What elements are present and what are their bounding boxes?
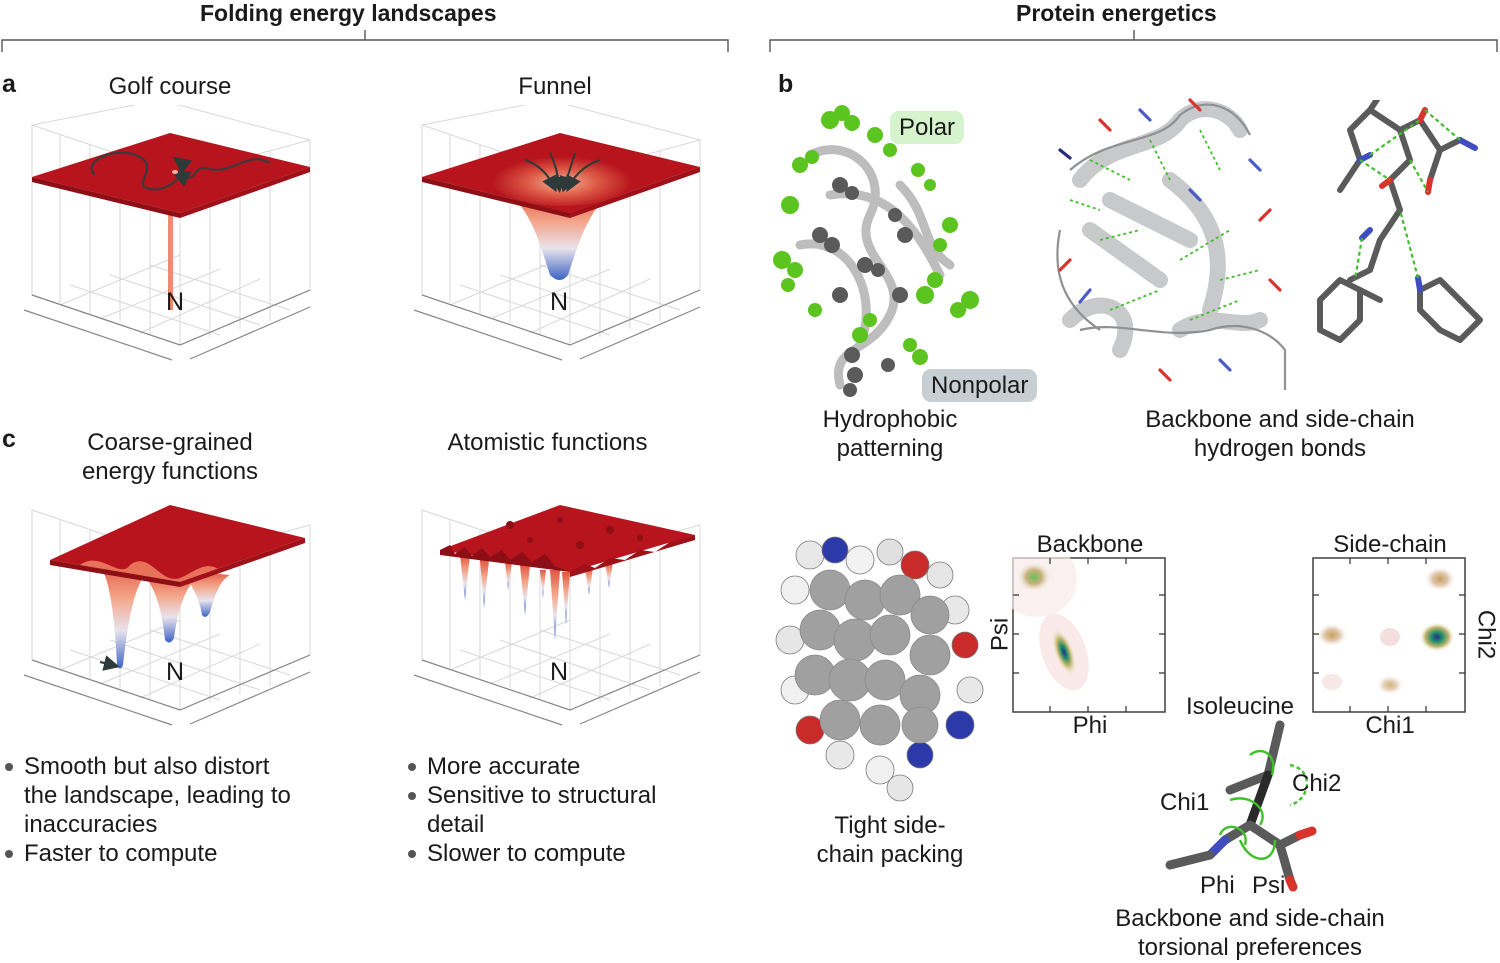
coarse-title-line2: energy functions [81, 458, 259, 485]
funnel-arrows [524, 152, 601, 193]
coarse-bullet-2: Faster to compute [2, 839, 291, 868]
torsion-caption-line1: Backbone and side-chain [1115, 905, 1385, 932]
polar-tag: Polar [890, 111, 965, 144]
golf-hole-pin [168, 215, 173, 310]
funnel-native-label: N [550, 288, 569, 316]
hbond-ribbon-model [1056, 98, 1287, 390]
sidechain-y-label: Chi2 [1472, 609, 1500, 660]
isoleucine-stick-model [1165, 720, 1317, 892]
coarse-grained-landscape [23, 505, 311, 726]
sidechain-x-label: Chi1 [1365, 712, 1415, 739]
hydrophobic-caption-line2: patterning [836, 435, 944, 462]
atomistic-title: Atomistic functions [447, 429, 648, 456]
panel-letter-a: a [2, 70, 16, 98]
packing-caption-line2: chain packing [816, 841, 964, 868]
packing-caption-line1: Tight side- [834, 812, 946, 839]
golf-course-landscape [23, 105, 311, 361]
backbone-y-label: Psi [986, 617, 1014, 652]
hbond-caption-line1: Backbone and side-chain [1145, 406, 1415, 433]
funnel-landscape [413, 105, 701, 361]
torsion-chi2-label: Chi2 [1292, 770, 1342, 797]
hydrophobic-caption-line1: Hydrophobic [822, 406, 958, 433]
nonpolar-tag: Nonpolar [922, 369, 1038, 402]
isoleucine-label: Isoleucine [1185, 693, 1295, 720]
funnel-well [505, 190, 615, 280]
golf-native-label: N [166, 288, 185, 316]
atomistic-bullet-3: Slower to compute [405, 839, 656, 868]
sidechain-density-plot [1312, 557, 1466, 713]
coarse-native-label: N [166, 658, 185, 686]
sidechain-plot-title: Side-chain [1333, 531, 1447, 558]
hbond-stick-model [1317, 100, 1483, 343]
torsion-psi-label: Psi [1252, 872, 1286, 899]
torsion-chi1-label: Chi1 [1160, 789, 1210, 816]
section-title-folding: Folding energy landscapes [200, 0, 497, 26]
hbond-caption-line2: hydrogen bonds [1193, 435, 1367, 462]
atomistic-landscape [413, 505, 701, 726]
section-brackets [1, 30, 1498, 52]
atomistic-native-label: N [550, 658, 569, 686]
search-path-2 [172, 158, 271, 187]
coarse-title-line1: Coarse-grained [87, 429, 253, 456]
panel-letter-b: b [778, 70, 794, 98]
golf-course-title: Golf course [108, 73, 232, 100]
hydrophobic-protein-model [773, 105, 979, 397]
packing-space-fill-model [775, 536, 984, 802]
backbone-plot-title: Backbone [1036, 531, 1144, 558]
backbone-x-label: Phi [1072, 712, 1108, 739]
panel-letter-c: c [2, 425, 16, 453]
section-title-energetics: Protein energetics [1016, 0, 1217, 26]
torsion-phi-label: Phi [1200, 872, 1235, 899]
funnel-title: Funnel [518, 73, 592, 100]
atomistic-bullet-1: More accurate [405, 752, 656, 781]
backbone-density-plot [1012, 557, 1166, 713]
torsion-caption-line2: torsional preferences [1137, 934, 1363, 961]
